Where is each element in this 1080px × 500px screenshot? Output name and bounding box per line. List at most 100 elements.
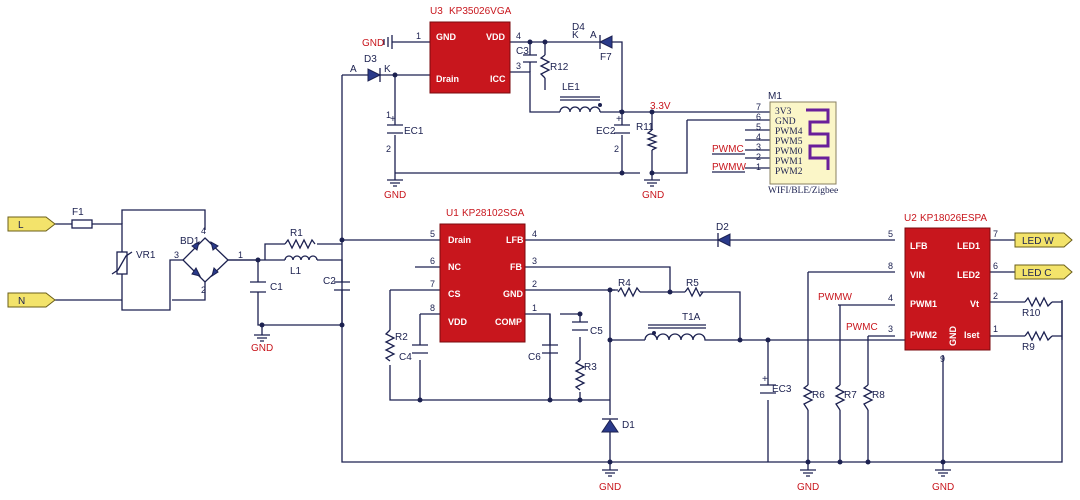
svg-text:R6: R6 (812, 390, 825, 401)
gnd-ec1: GND (384, 179, 406, 201)
svg-text:PWMC: PWMC (712, 144, 744, 155)
svg-text:4: 4 (888, 293, 893, 303)
svg-text:LE1: LE1 (562, 82, 580, 93)
gnd-r11: GND (642, 179, 664, 201)
svg-text:LED1: LED1 (957, 241, 980, 251)
wires (55, 41, 1063, 463)
svg-text:3: 3 (174, 250, 179, 260)
svg-text:GND: GND (932, 482, 954, 493)
svg-text:L1: L1 (290, 266, 302, 277)
svg-text:PWM2: PWM2 (775, 167, 803, 177)
svg-text:KP18026ESPA: KP18026ESPA (920, 213, 987, 224)
svg-text:LFB: LFB (506, 235, 524, 245)
resistor-r9: R9 (1022, 330, 1053, 353)
svg-text:D1: D1 (622, 420, 635, 431)
svg-text:3.3V: 3.3V (650, 101, 671, 112)
inductor-le1: LE1 (559, 82, 602, 113)
diode-d2: D2 (716, 222, 731, 247)
svg-text:PWMW: PWMW (818, 292, 852, 303)
svg-text:Iset: Iset (964, 330, 980, 340)
svg-text:5: 5 (756, 122, 761, 132)
svg-text:GND: GND (599, 482, 621, 493)
capacitor-c5: C5 (572, 321, 603, 337)
capacitor-ec1: + EC1 1 2 (386, 110, 424, 154)
net-pwmc-u2: PWMC (846, 322, 878, 333)
module-m1: M1 3V3 GND PWM4 PWM5 PWM0 PWM1 PWM2 WIFI… (756, 91, 838, 196)
svg-text:3: 3 (516, 61, 521, 71)
chip-u1: U1 KP28102SGA Drain LFB NC FB CS GND VDD… (439, 208, 526, 343)
capacitor-ec2: + EC2 2 (596, 114, 630, 154)
diode-d4: D4 K A F7 (572, 22, 613, 63)
svg-text:BD1: BD1 (180, 236, 200, 247)
svg-text:2: 2 (386, 144, 391, 154)
svg-text:M1: M1 (768, 91, 782, 102)
svg-text:GND: GND (436, 32, 457, 42)
svg-text:GND: GND (948, 326, 958, 347)
svg-text:Vt: Vt (970, 299, 979, 309)
svg-text:KP35026VGA: KP35026VGA (449, 6, 512, 17)
svg-text:1: 1 (386, 110, 391, 120)
svg-text:A: A (590, 30, 597, 41)
capacitor-c1: C1 (250, 281, 283, 293)
svg-text:2: 2 (993, 291, 998, 301)
svg-text:R10: R10 (1022, 308, 1041, 319)
capacitor-c3: C3 (516, 46, 537, 63)
svg-text:LED2: LED2 (957, 270, 980, 280)
svg-text:3: 3 (888, 324, 893, 334)
svg-text:+: + (390, 114, 396, 125)
svg-text:6: 6 (993, 261, 998, 271)
svg-text:2: 2 (756, 152, 761, 162)
svg-text:U3: U3 (430, 6, 443, 17)
svg-text:D3: D3 (364, 54, 377, 65)
varistor-vr1: VR1 (111, 250, 156, 275)
resistor-r3: R3 (574, 359, 597, 391)
svg-text:4: 4 (532, 229, 537, 239)
net-pwmw-u2: PWMW (818, 292, 852, 303)
svg-text:3V3: 3V3 (775, 107, 792, 117)
svg-text:6: 6 (430, 256, 435, 266)
svg-text:R3: R3 (584, 362, 597, 373)
diode-d3: D3 A K (350, 54, 391, 82)
svg-text:R1: R1 (290, 228, 303, 239)
bridge-rectifier-bd1: BD1 3 1 4 2 (174, 226, 243, 295)
svg-text:GND: GND (503, 289, 524, 299)
resistor-r10: R10 (1022, 296, 1053, 319)
svg-text:U1: U1 (446, 208, 459, 219)
svg-text:F7: F7 (600, 52, 612, 63)
svg-text:PWMC: PWMC (846, 322, 878, 333)
connector-led-w: LED W (1014, 232, 1073, 248)
svg-text:ICC: ICC (490, 74, 506, 84)
svg-text:5: 5 (888, 229, 893, 239)
resistor-r11: R11 (636, 122, 658, 151)
svg-text:PWM4: PWM4 (775, 127, 803, 137)
resistor-r12: R12 (539, 54, 569, 79)
svg-text:R8: R8 (872, 390, 885, 401)
svg-text:2: 2 (532, 279, 537, 289)
svg-text:R7: R7 (844, 390, 857, 401)
svg-text:2: 2 (614, 144, 619, 154)
svg-text:PWM5: PWM5 (775, 137, 803, 147)
svg-text:1: 1 (532, 303, 537, 313)
gnd-u2: GND (932, 469, 954, 493)
svg-text:D2: D2 (716, 222, 729, 233)
svg-text:C2: C2 (323, 276, 336, 287)
svg-text:A: A (350, 64, 357, 75)
resistor-r2: R2 (384, 329, 408, 362)
svg-text:C6: C6 (528, 352, 541, 363)
svg-text:PWM2: PWM2 (910, 330, 937, 340)
svg-text:GND: GND (362, 38, 384, 49)
connector-n-label: N (18, 296, 25, 307)
svg-text:C5: C5 (590, 326, 603, 337)
svg-text:R12: R12 (550, 62, 569, 73)
svg-text:3: 3 (756, 142, 761, 152)
svg-text:LFB: LFB (910, 241, 928, 251)
svg-text:8: 8 (888, 261, 893, 271)
svg-text:4: 4 (756, 132, 761, 142)
svg-text:9: 9 (940, 354, 945, 364)
svg-text:PWMW: PWMW (712, 162, 746, 173)
svg-text:1: 1 (416, 31, 421, 41)
resistor-r5: R5 (684, 278, 704, 298)
svg-text:PWM0: PWM0 (775, 147, 803, 157)
svg-text:T1A: T1A (682, 312, 701, 323)
